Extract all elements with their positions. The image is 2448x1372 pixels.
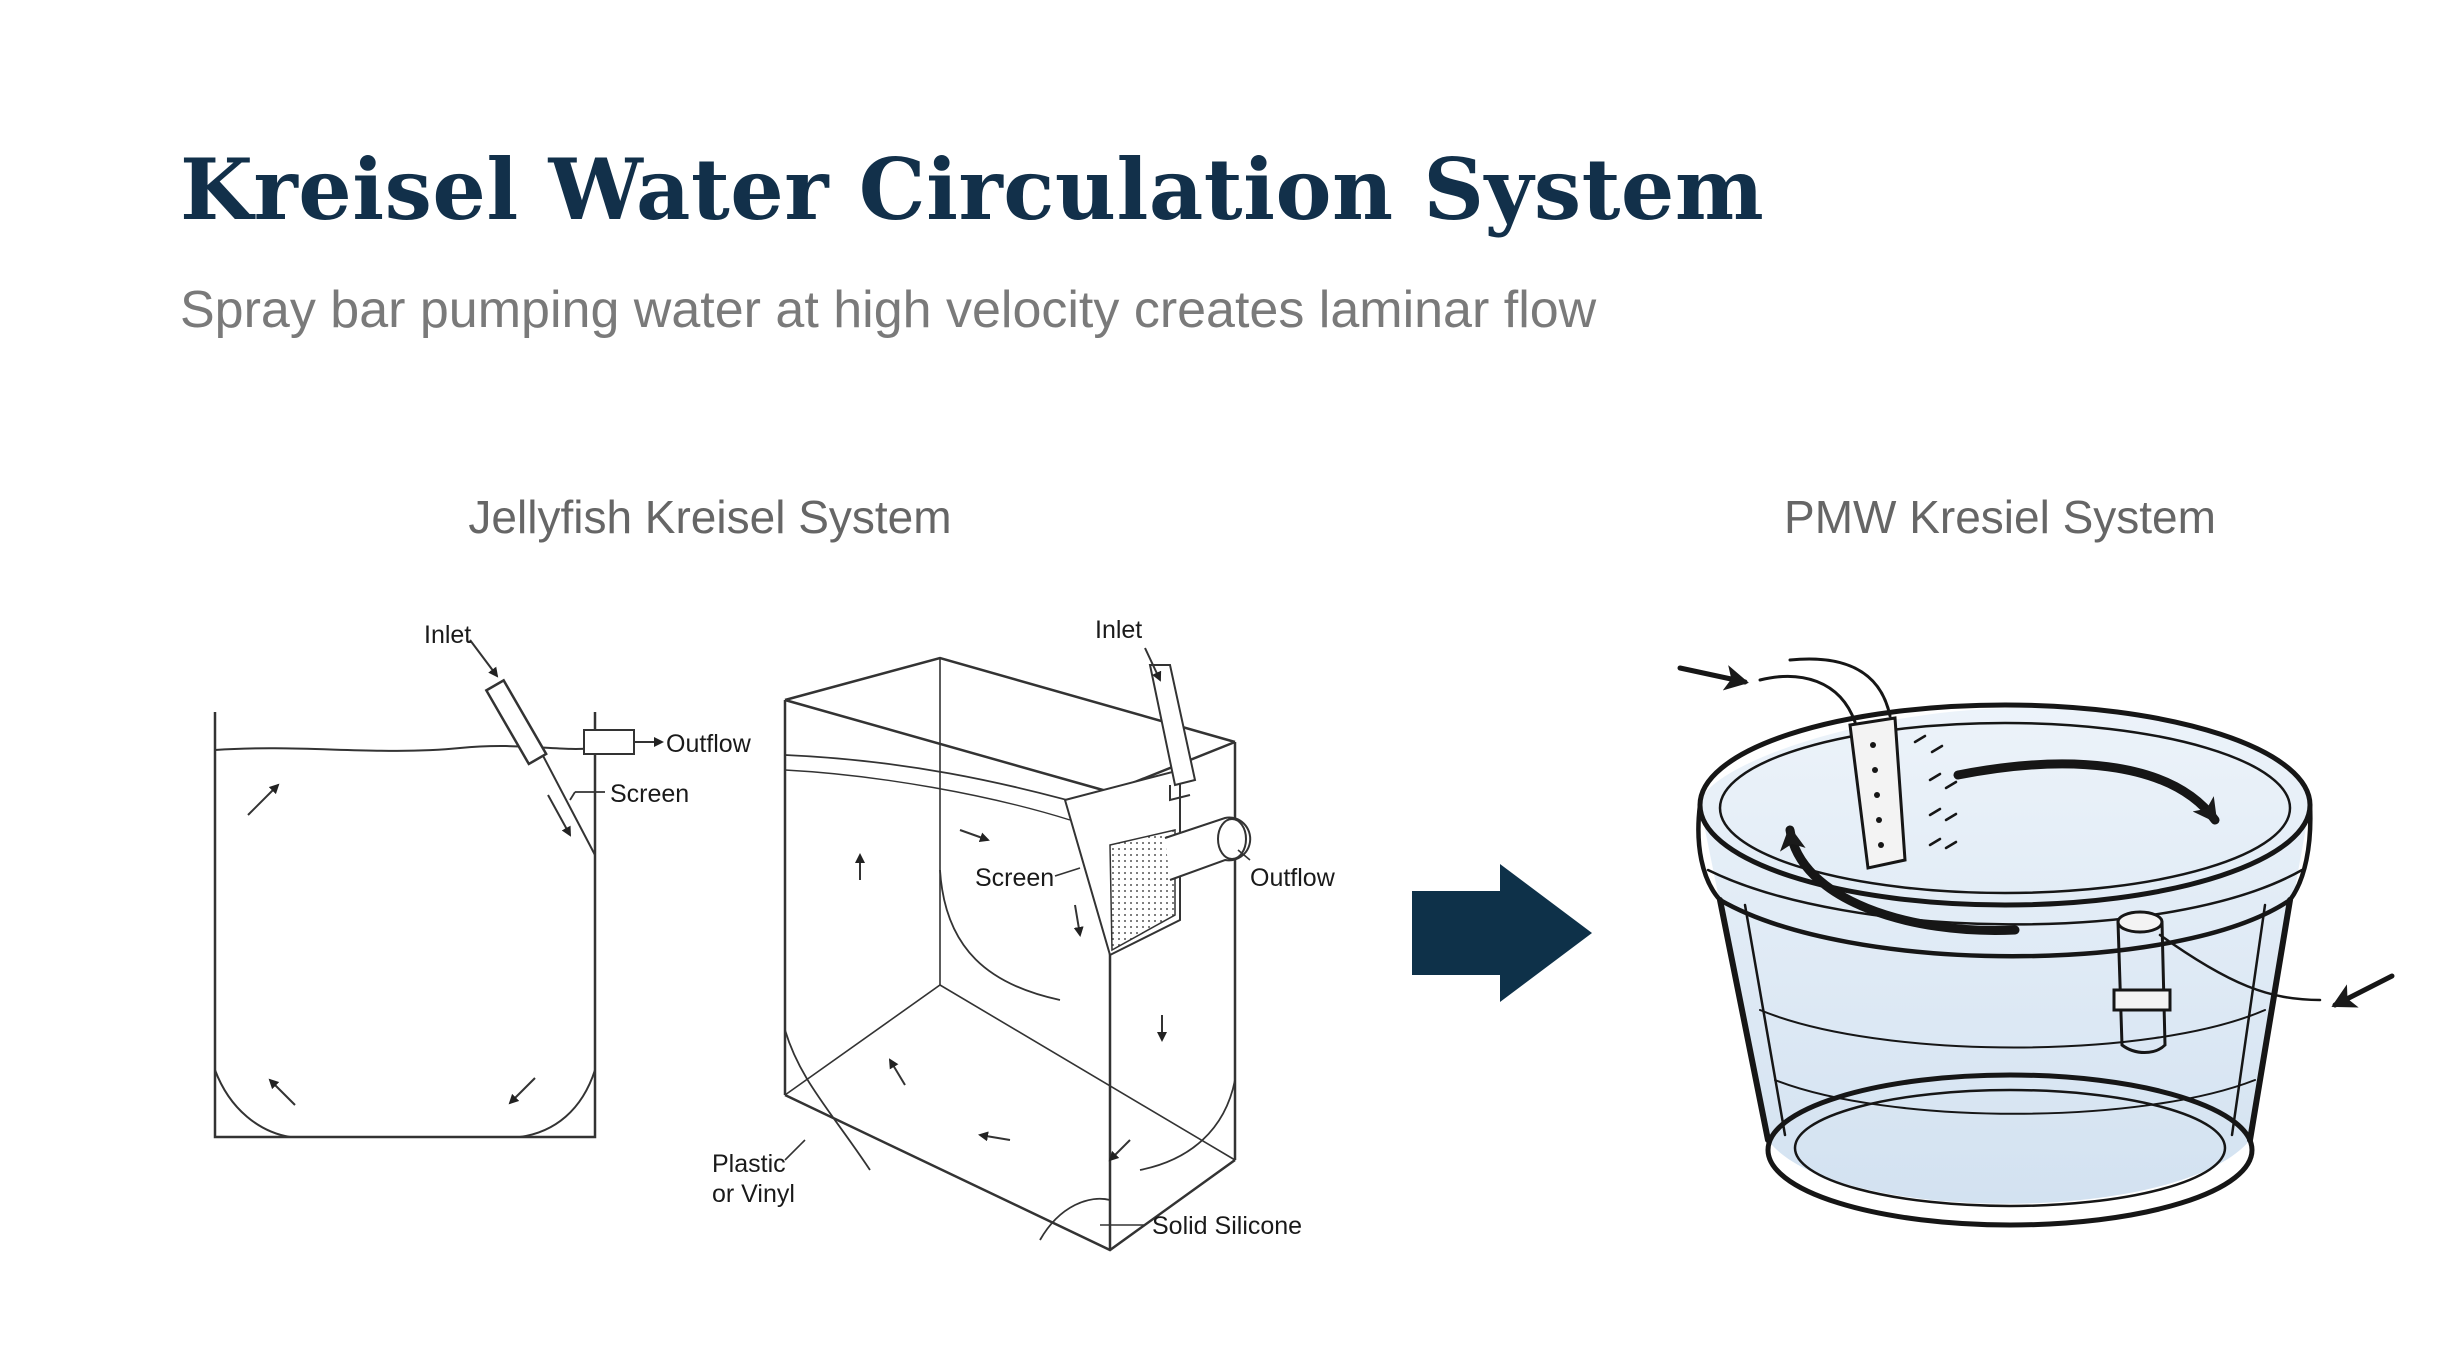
right-panel-label: PMW Kresiel System: [1784, 491, 2216, 543]
d2-plastic-label-2: or Vinyl: [712, 1180, 795, 1208]
jellyfish-kreisel-diagram-2: [783, 647, 1252, 1252]
d2-inlet-label: Inlet: [1095, 616, 1142, 644]
slide-subtitle: Spray bar pumping water at high velocity…: [180, 281, 1597, 339]
right-arrow-icon: [1412, 864, 1592, 1002]
jellyfish-kreisel-diagram-1: [213, 639, 664, 1139]
d1-inlet-label: Inlet: [424, 621, 471, 649]
d2-silicone-label: Solid Silicone: [1152, 1212, 1302, 1240]
d2-outflow-label: Outflow: [1250, 864, 1336, 892]
d2-plastic-label-1: Plastic: [712, 1150, 786, 1178]
d1-outflow-label: Outflow: [666, 730, 752, 758]
pmw-kreisel-sketch: [1677, 657, 2395, 1228]
d1-screen-label: Screen: [610, 780, 689, 808]
slide-title: Kreisel Water Circulation System: [180, 140, 1765, 239]
left-panel-label: Jellyfish Kreisel System: [468, 491, 952, 543]
d2-screen-label: Screen: [975, 864, 1054, 892]
